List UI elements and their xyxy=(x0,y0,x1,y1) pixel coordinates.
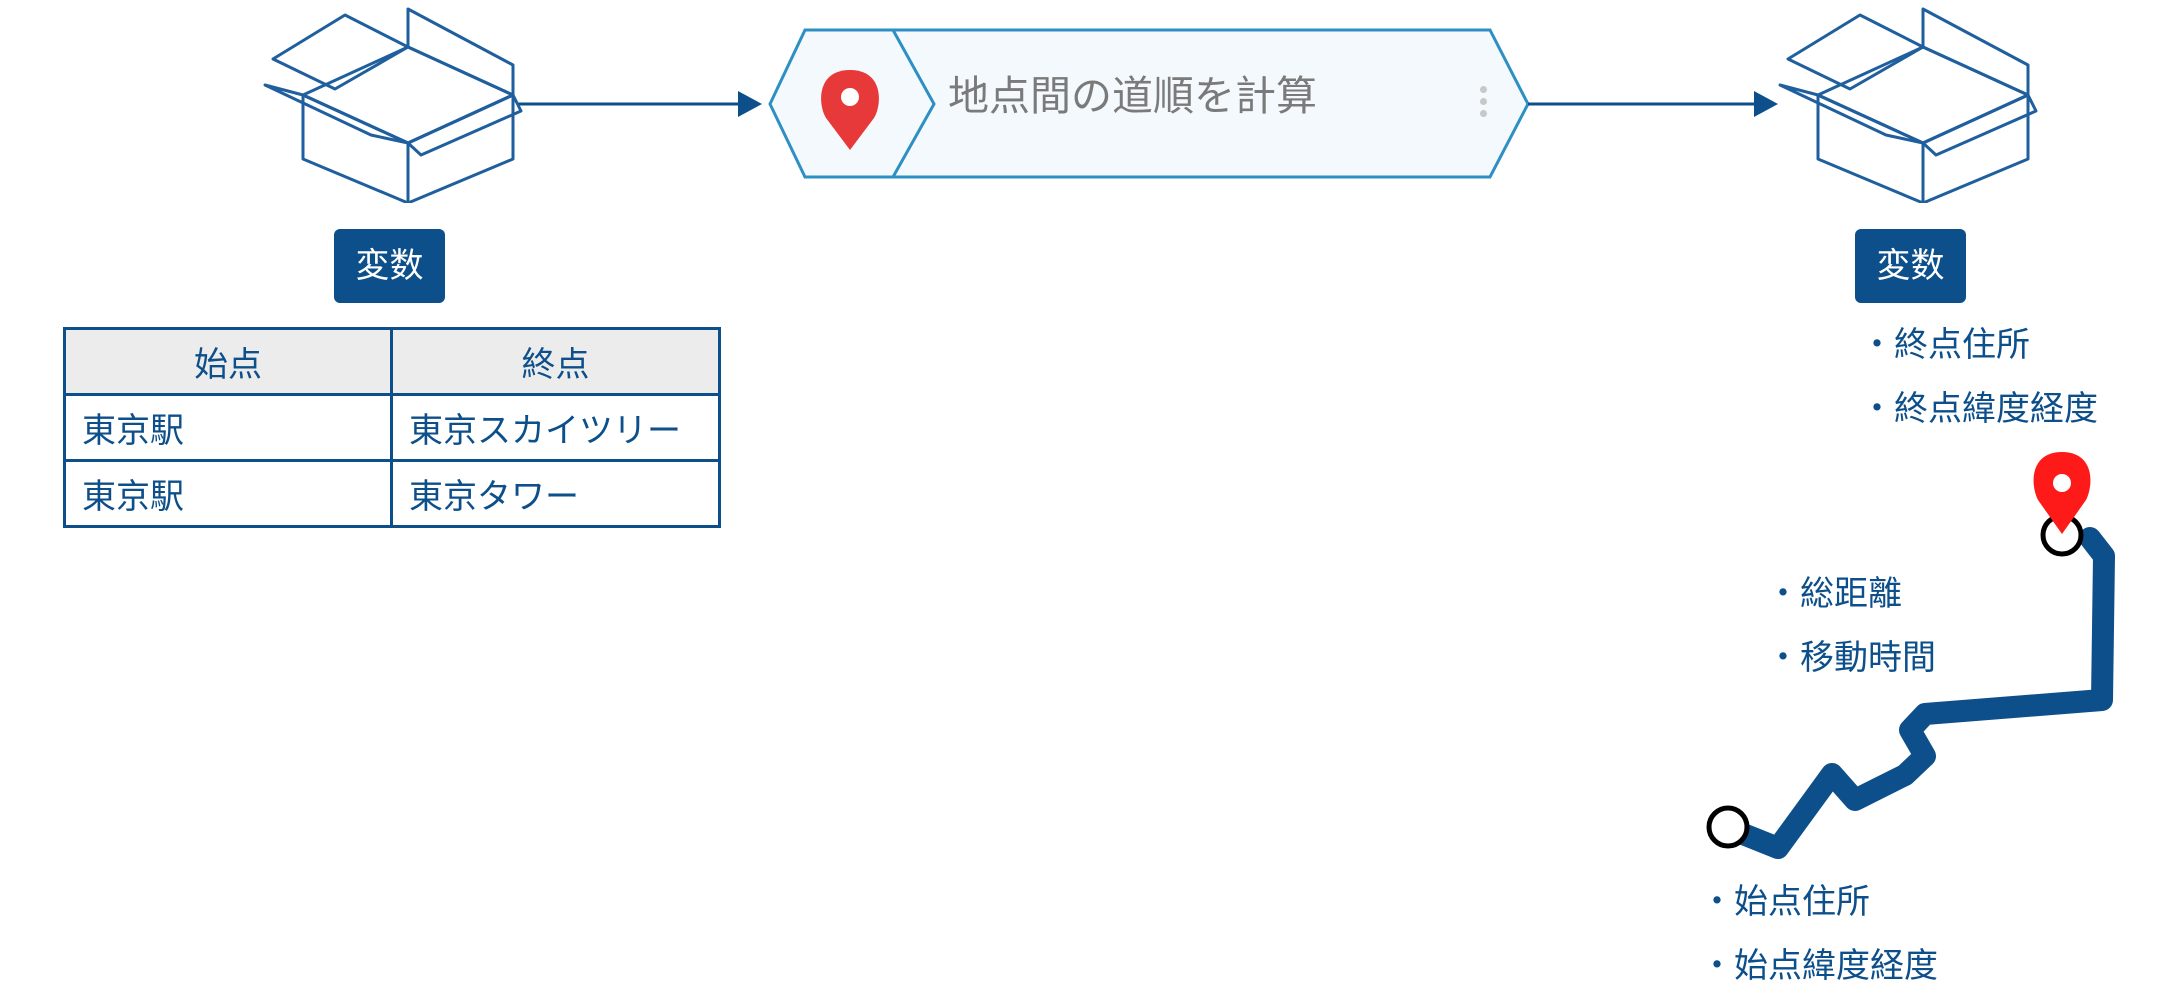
list-item: 終点住所 xyxy=(1860,313,2098,377)
route-line xyxy=(1717,527,2115,859)
output-variable-badge: 変数 xyxy=(1855,229,1966,303)
destination-pin-icon xyxy=(2033,452,2091,534)
more-options-icon[interactable] xyxy=(1478,86,1488,120)
route-output-list: 総距離 移動時間 xyxy=(1766,562,1936,690)
table-cell: 東京タワー xyxy=(390,459,721,528)
table-cell: 東京駅 xyxy=(63,459,393,528)
list-item: 始点住所 xyxy=(1700,870,1938,934)
table-row: 東京駅 東京スカイツリー xyxy=(63,393,721,462)
list-item: 終点緯度経度 xyxy=(1860,377,2098,441)
list-item: 移動時間 xyxy=(1766,626,1936,690)
input-variable-badge: 変数 xyxy=(334,229,445,303)
map-pin-icon xyxy=(821,70,879,150)
column-header-start: 始点 xyxy=(63,327,393,396)
table-cell: 東京スカイツリー xyxy=(390,393,721,462)
action-label: 地点間の道順を計算 xyxy=(948,72,1317,120)
list-item: 始点緯度経度 xyxy=(1700,934,1938,998)
end-point-output-list: 終点住所 終点緯度経度 xyxy=(1860,313,2098,441)
table-row: 東京駅 東京タワー xyxy=(63,459,721,528)
start-point-output-list: 始点住所 始点緯度経度 xyxy=(1700,870,1938,998)
box-icon xyxy=(263,7,523,203)
arrow-action-to-output xyxy=(1528,91,1778,117)
arrow-input-to-action xyxy=(518,91,762,117)
table-header-row: 始点 終点 xyxy=(63,327,721,396)
column-header-end: 終点 xyxy=(390,327,721,396)
input-variable-table: 始点 終点 東京駅 東京スカイツリー 東京駅 東京タワー xyxy=(63,327,721,528)
route-start-marker xyxy=(1706,805,1750,849)
box-icon xyxy=(1778,7,2038,203)
table-cell: 東京駅 xyxy=(63,393,393,462)
list-item: 総距離 xyxy=(1766,562,1936,626)
